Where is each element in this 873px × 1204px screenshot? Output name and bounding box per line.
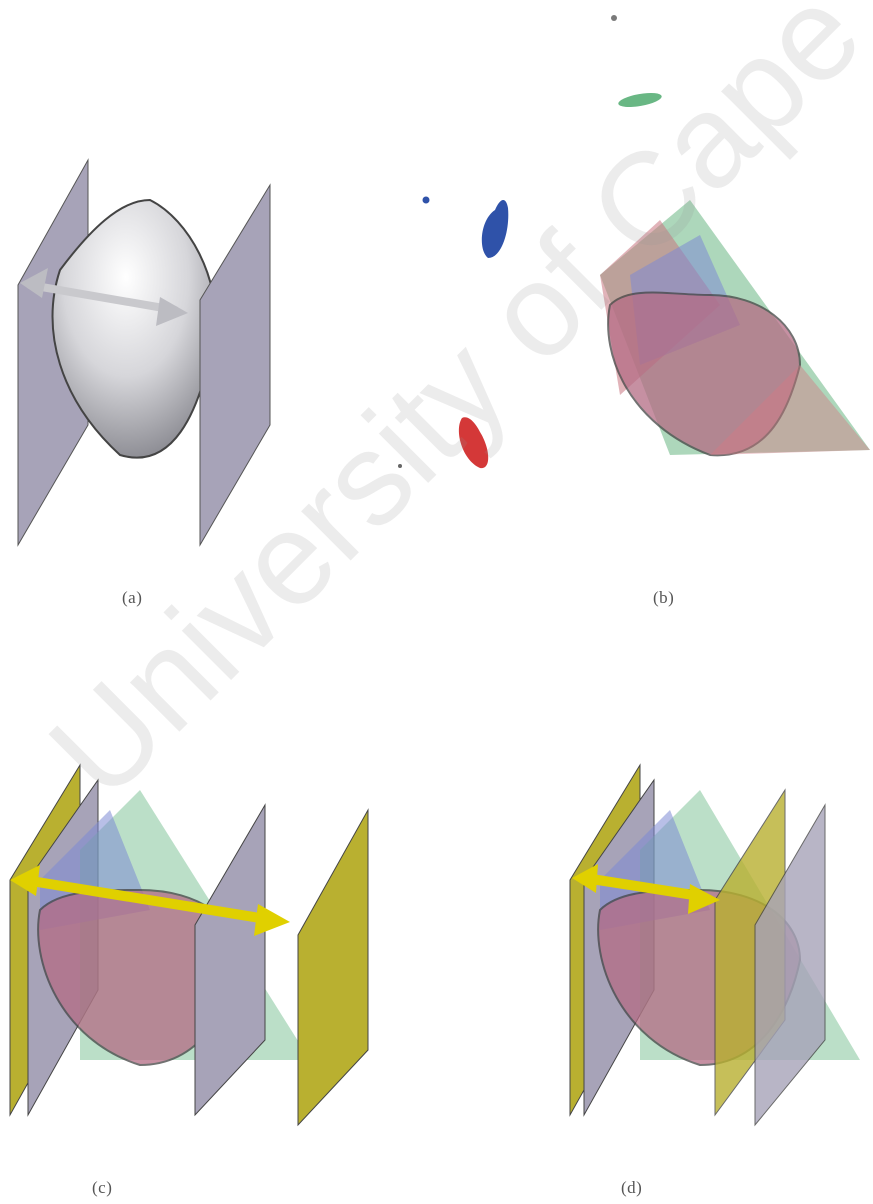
caption-c: (c) (92, 1178, 112, 1198)
panel-b: (b) (590, 185, 873, 605)
figure-c-illustration (0, 760, 380, 1120)
caption-b: (b) (653, 588, 674, 608)
right-plane (200, 185, 270, 545)
figure-a-illustration (0, 0, 300, 560)
figure-d-illustration (560, 760, 873, 1120)
caption-d: (d) (621, 1178, 642, 1198)
panel-d: (d) (560, 760, 873, 1204)
panel-a: (a) (0, 0, 300, 560)
caption-a: (a) (122, 588, 142, 608)
panel-c: (c) (0, 760, 380, 1204)
figure-b-illustration (590, 185, 873, 465)
